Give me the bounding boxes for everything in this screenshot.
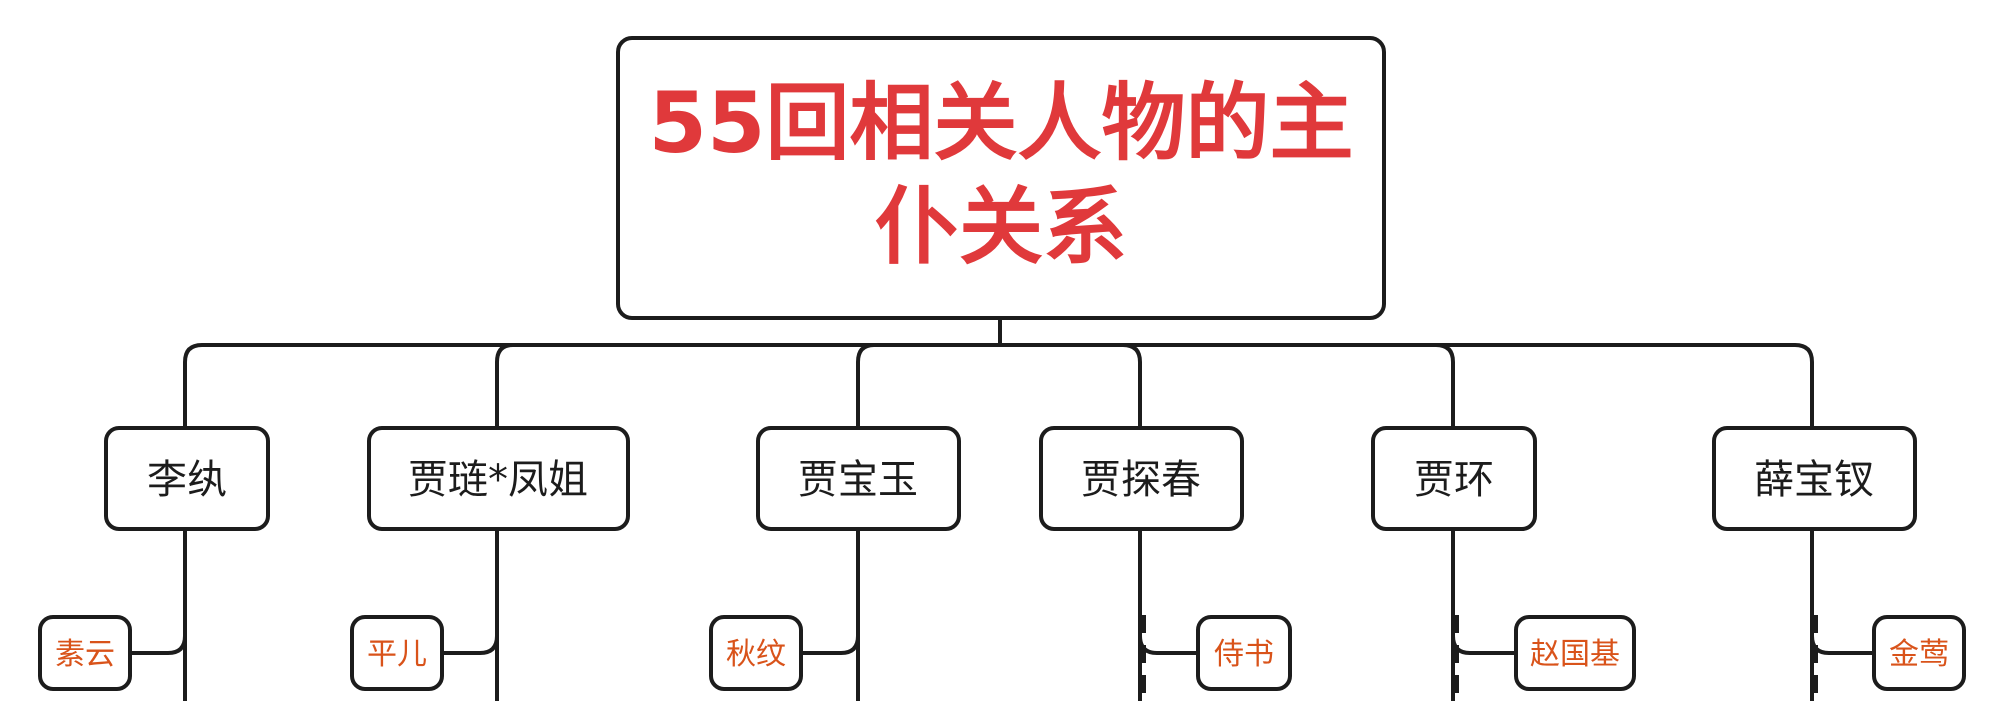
link-ping-er bbox=[442, 635, 499, 655]
master-label: 贾宝玉 bbox=[798, 457, 918, 503]
branch-drop-jia-lian bbox=[495, 343, 514, 428]
master-box bbox=[104, 426, 270, 531]
title-node: 55回相关人物的主 仆关系 bbox=[616, 36, 1386, 320]
master-label: 贾琏*凤姐 bbox=[408, 457, 588, 503]
master-label: 李纨 bbox=[147, 457, 227, 503]
servant-box bbox=[709, 615, 803, 691]
branch-drop-tan-chun bbox=[1122, 343, 1142, 428]
master-label: 薛宝钗 bbox=[1754, 457, 1874, 503]
servant-label: 平儿 bbox=[367, 637, 427, 672]
master-node-jia-lian-feng-jie: 贾琏*凤姐 bbox=[367, 426, 630, 531]
servant-box bbox=[1514, 615, 1636, 691]
master-node-jia-bao-yu: 贾宝玉 bbox=[756, 426, 961, 531]
servant-label: 赵国基 bbox=[1530, 637, 1620, 672]
title-line-2: 仆关系 bbox=[875, 178, 1127, 276]
link-zhao-guo-ji bbox=[1451, 635, 1516, 655]
master-box bbox=[1371, 426, 1537, 531]
master-node-jia-huan: 贾环 bbox=[1371, 426, 1537, 531]
master-box bbox=[1712, 426, 1917, 531]
master-box bbox=[756, 426, 961, 531]
servant-node-qiu-wen: 秋纹 bbox=[709, 615, 803, 691]
servant-nodes: 素云 平儿 秋纹 侍书 赵国基 金莺 bbox=[38, 615, 1966, 691]
branch-bus bbox=[183, 343, 1814, 428]
link-jin-ying bbox=[1810, 635, 1874, 655]
servant-label: 金莺 bbox=[1889, 637, 1949, 672]
master-box bbox=[367, 426, 630, 531]
servant-box bbox=[1872, 615, 1966, 691]
servant-box bbox=[350, 615, 444, 691]
branch-drop-bao-yu bbox=[856, 343, 875, 428]
master-node-li-wan: 李纨 bbox=[104, 426, 270, 531]
servant-node-jin-ying: 金莺 bbox=[1872, 615, 1966, 691]
master-box bbox=[1039, 426, 1244, 531]
title-box bbox=[616, 36, 1386, 320]
servant-box bbox=[1196, 615, 1292, 691]
master-label: 贾探春 bbox=[1081, 457, 1201, 503]
master-nodes: 李纨 贾琏*凤姐 贾宝玉 贾探春 贾环 薛宝钗 bbox=[104, 426, 1917, 531]
connectors bbox=[115, 318, 1874, 701]
master-label: 贾环 bbox=[1414, 457, 1494, 503]
servant-box bbox=[38, 615, 132, 691]
servant-node-zhao-guo-ji: 赵国基 bbox=[1514, 615, 1636, 691]
title-line-1: 55回相关人物的主 bbox=[649, 74, 1354, 172]
servant-label: 素云 bbox=[55, 637, 115, 672]
link-su-yun bbox=[115, 635, 187, 655]
servant-node-shi-shu: 侍书 bbox=[1196, 615, 1292, 691]
servant-label: 侍书 bbox=[1214, 637, 1274, 672]
link-qiu-wen bbox=[786, 635, 860, 655]
servant-label: 秋纹 bbox=[726, 637, 786, 672]
branch-drop-huan bbox=[1435, 343, 1455, 428]
servant-node-ping-er: 平儿 bbox=[350, 615, 444, 691]
link-shi-shu bbox=[1138, 635, 1198, 655]
master-node-xue-bao-chai: 薛宝钗 bbox=[1712, 426, 1917, 531]
master-node-jia-tan-chun: 贾探春 bbox=[1039, 426, 1244, 531]
servant-node-su-yun: 素云 bbox=[38, 615, 132, 691]
